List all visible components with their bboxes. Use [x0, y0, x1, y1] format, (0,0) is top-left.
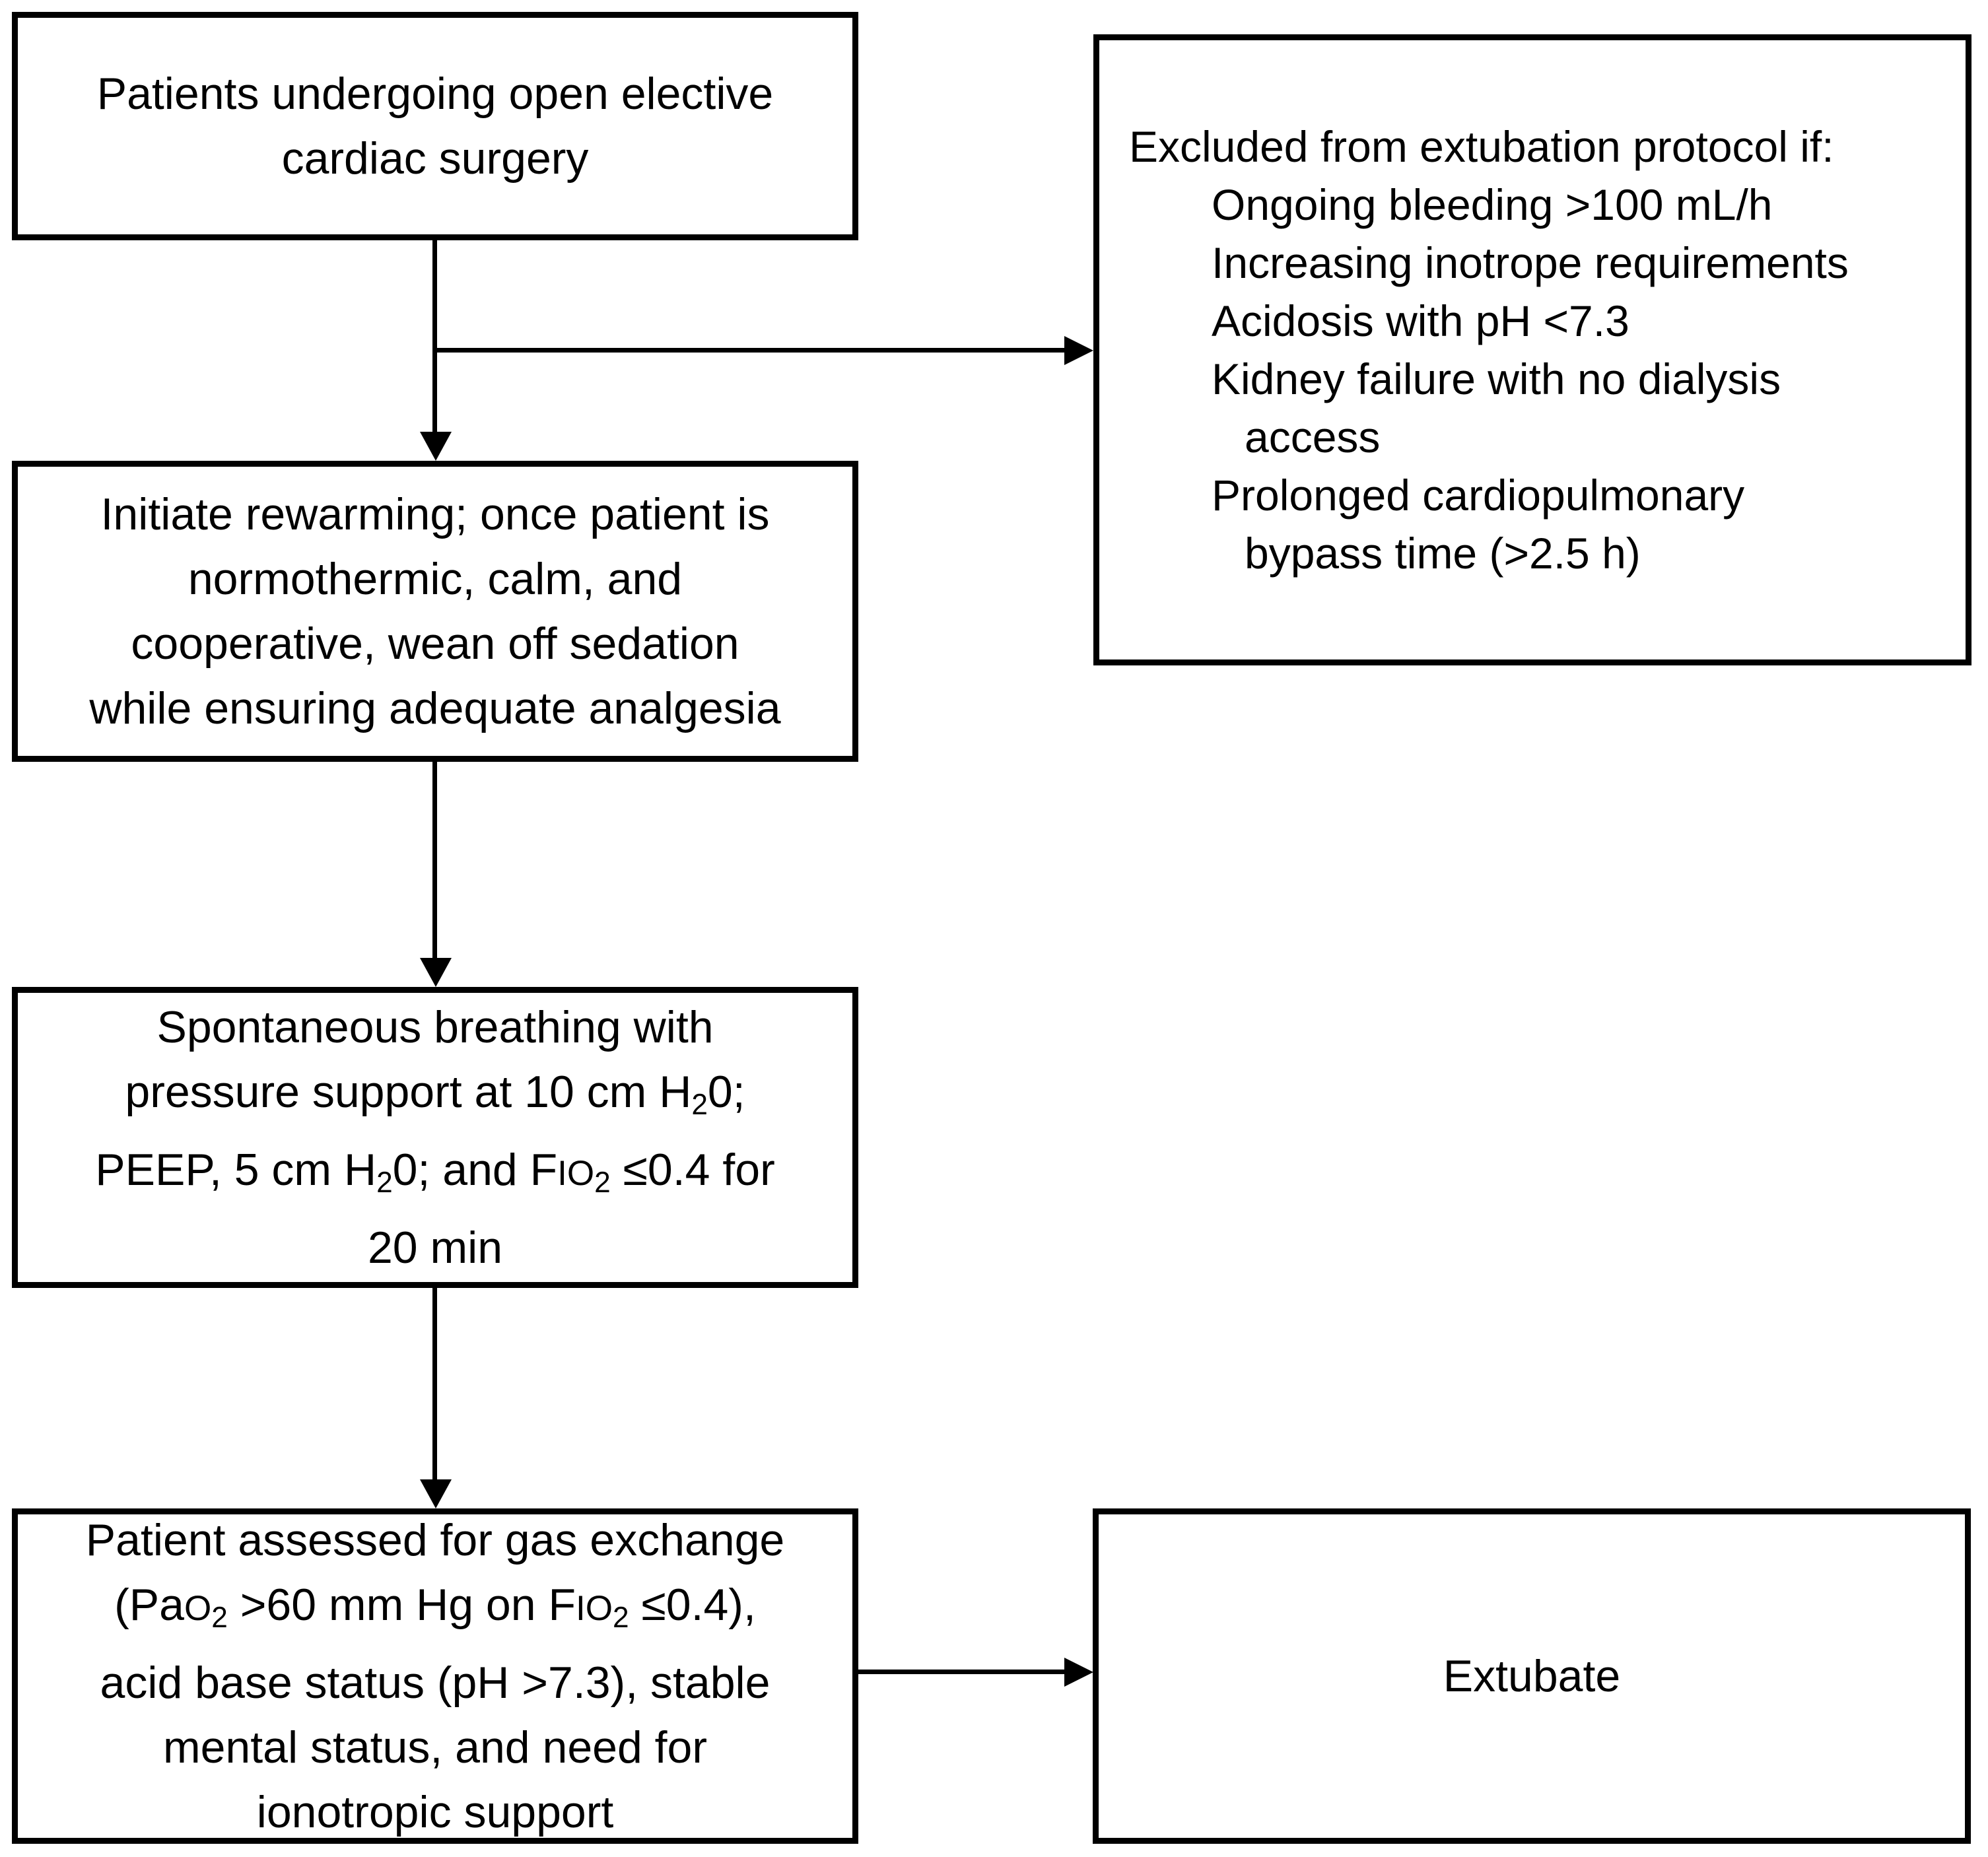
arrow-step2-to-step3-arrowhead-icon [420, 958, 452, 987]
text-line: pressure support at 10 cm H20; [125, 1066, 745, 1121]
exclusion-item-line: Acidosis with pH <7.3 [1212, 296, 1629, 345]
exclusion-item-line: Kidney failure with no dialysis [1212, 355, 1781, 403]
exclusion-item-line: Ongoing bleeding >100 mL/h [1212, 180, 1773, 229]
arrow-step3-to-step4-arrowhead-icon [420, 1479, 452, 1508]
exclusion-item-line: access [1245, 413, 1381, 461]
text-line: Patients undergoing open elective [96, 69, 774, 119]
text-line: Spontaneous breathing with [156, 1001, 714, 1052]
box-patients-undergoing-surgery: Patients undergoing open elective cardiac… [12, 12, 858, 240]
exclusion-item-line: Increasing inotrope requirements [1212, 238, 1849, 287]
text-line: cooperative, wean off sedation [131, 619, 739, 669]
text-line: mental status, and need for [162, 1722, 708, 1773]
arrow-step2-to-step3-line [432, 760, 437, 961]
text-line: acid base status (pH >7.3), stable [100, 1658, 771, 1708]
text-line: cardiac surgery [281, 133, 589, 184]
box-spontaneous-breathing: Spontaneous breathing with pressure suppo… [12, 987, 858, 1288]
arrow-branch-to-exclusion-arrowhead-icon [1064, 336, 1093, 365]
text-line: (PaO2 >60 mm Hg on FIO2 ≤0.4), [114, 1579, 756, 1635]
text-line: normothermic, calm, and [188, 554, 683, 604]
text-line: while ensuring adequate analgesia [89, 683, 781, 733]
arrow-step4-to-extubate-arrowhead-icon [1064, 1658, 1093, 1687]
text-line: Patient assessed for gas exchange [85, 1514, 785, 1565]
arrow-step3-to-step4-line [432, 1286, 437, 1483]
box-initiate-rewarming: Initiate rewarming; once patient is normo… [12, 461, 858, 762]
box-patient-assessed: Patient assessed for gas exchange (PaO2 >… [12, 1508, 858, 1844]
text-line: Initiate rewarming; once patient is [100, 489, 770, 539]
exclusion-item-line: bypass time (>2.5 h) [1245, 529, 1641, 578]
arrow-step1-to-step2-line [432, 238, 437, 434]
text-line: PEEP, 5 cm H20; and FIO2 ≤0.4 for [95, 1145, 775, 1199]
arrow-branch-to-exclusion-line [432, 348, 1066, 353]
arrow-step4-to-extubate-line [856, 1670, 1067, 1674]
exclusion-content: Excluded from extubation protocol if: On… [1099, 118, 1966, 582]
exclusion-title: Excluded from extubation protocol if: [1129, 122, 1834, 171]
exclusion-item-line: Prolonged cardiopulmonary [1212, 471, 1745, 520]
text-line: ionotropic support [256, 1787, 614, 1838]
text-line: 20 min [367, 1223, 503, 1273]
text-line: Extubate [1443, 1651, 1621, 1701]
box-extubate: Extubate [1093, 1508, 1971, 1844]
arrow-step1-to-step2-arrowhead-icon [420, 432, 452, 461]
box-exclusion-criteria: Excluded from extubation protocol if: On… [1093, 34, 1971, 665]
